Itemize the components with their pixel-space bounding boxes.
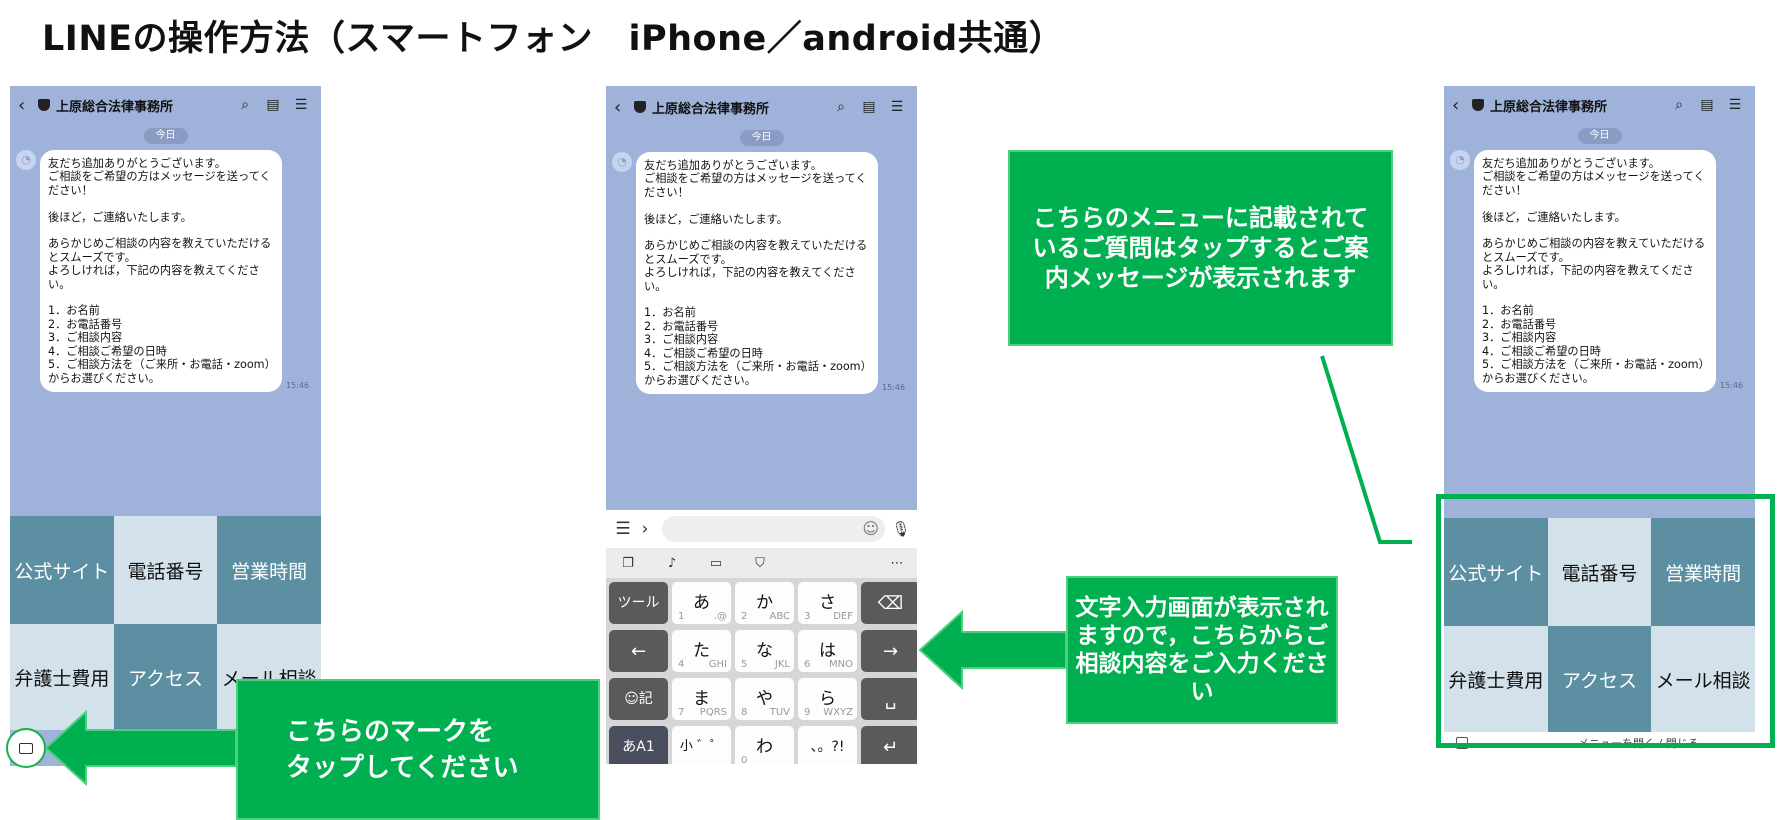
key-small-dakuten[interactable]: 小 ゛゜: [672, 726, 731, 764]
key-emoji[interactable]: ☺記: [609, 678, 668, 720]
avatar[interactable]: ◔: [612, 152, 632, 172]
key-input-mode[interactable]: あA1: [609, 726, 668, 764]
avatar[interactable]: ◔: [1450, 150, 1470, 170]
rich-menu-phone[interactable]: 電話番号: [113, 516, 218, 624]
chat-title: 上原総合法律事務所: [652, 101, 770, 117]
key-right-arrow[interactable]: →: [861, 630, 917, 672]
phone-screen-keyboard: ‹ 上原総合法律事務所 ⌕ ▤ ☰ 今日 ◔ 友だち追加ありがとうございます。 …: [606, 86, 917, 764]
message-row: ◔ 友だち追加ありがとうございます。 ご相談をご希望の方はメッセージを送ってくだ…: [1444, 150, 1755, 392]
back-icon[interactable]: ‹: [18, 94, 26, 116]
menu-icon[interactable]: ☰: [1728, 97, 1742, 113]
date-pill: 今日: [1577, 128, 1622, 144]
highlight-frame: [1436, 494, 1775, 748]
message-row: ◔ 友だち追加ありがとうございます。 ご相談をご希望の方はメッセージを送ってくだ…: [606, 152, 917, 394]
callout-menu-info: こちらのメニューに記載されているご質問はタップするとご案内メッセージが表示されま…: [1008, 150, 1393, 346]
chat-title: 上原総合法律事務所: [56, 99, 174, 115]
message-time: 15:46: [1720, 380, 1744, 390]
chat-header: ‹ 上原総合法律事務所 ⌕ ▤ ☰: [606, 88, 917, 126]
chat-header: ‹ 上原総合法律事務所 ⌕ ▤ ☰: [10, 86, 321, 124]
rich-menu-fees[interactable]: 弁護士費用: [1444, 626, 1548, 732]
key-space[interactable]: ␣: [861, 678, 917, 720]
message-row: ◔ 友だち追加ありがとうございます。 ご相談をご希望の方はメッセージを送ってくだ…: [10, 150, 321, 392]
phone-screen-rich-menu: ‹ 上原総合法律事務所 ⌕ ▤ ☰ 今日 ◔ 友だち追加ありがとうございます。 …: [10, 86, 321, 766]
rich-menu-fees[interactable]: 弁護士費用: [10, 624, 114, 730]
message-input[interactable]: ☺: [662, 516, 885, 542]
message-time: 15:46: [286, 380, 310, 390]
connector-line: [1320, 355, 1412, 544]
microphone-icon[interactable]: 🎙: [891, 520, 911, 538]
notes-icon[interactable]: ▤: [1700, 97, 1714, 113]
clipboard-icon[interactable]: ❐: [622, 555, 634, 571]
more-icon[interactable]: ⋯: [890, 555, 904, 571]
callout-tap-mark: こちらのマークを タップしてください: [236, 679, 600, 820]
rich-menu-mail[interactable]: メール相談: [1651, 626, 1755, 732]
search-icon[interactable]: ⌕: [837, 99, 845, 115]
chat-header: ‹ 上原総合法律事務所 ⌕ ▤ ☰: [1444, 86, 1755, 124]
key-backspace[interactable]: ⌫: [861, 582, 917, 624]
back-icon[interactable]: ‹: [1452, 94, 1460, 116]
message-bubble: 友だち追加ありがとうございます。 ご相談をご希望の方はメッセージを送ってください…: [636, 152, 878, 394]
rich-menu-official-site[interactable]: 公式サイト: [10, 516, 114, 624]
official-badge-icon: [38, 99, 50, 111]
voice-input-icon[interactable]: ♪: [667, 555, 677, 571]
search-icon[interactable]: ⌕: [1675, 97, 1683, 113]
rich-menu-hours[interactable]: 営業時間: [1651, 518, 1755, 626]
rich-menu-official-site[interactable]: 公式サイト: [1444, 518, 1548, 626]
arrow-left-to-keyboard: [918, 610, 1067, 690]
chat-title: 上原総合法律事務所: [1490, 99, 1608, 115]
message-input-bar: ☰ › ☺ 🎙: [606, 510, 917, 548]
rich-menu-access[interactable]: アクセス: [113, 624, 218, 730]
message-bubble: 友だち追加ありがとうございます。 ご相談をご希望の方はメッセージを送ってください…: [40, 150, 282, 392]
menu-icon[interactable]: ☰: [615, 519, 631, 539]
rich-menu-access[interactable]: アクセス: [1547, 626, 1652, 732]
message-time: 15:46: [882, 382, 906, 392]
back-icon[interactable]: ‹: [614, 96, 622, 118]
rich-menu-hours[interactable]: 営業時間: [217, 516, 321, 624]
notes-icon[interactable]: ▤: [862, 99, 876, 115]
keyboard-toggle-button[interactable]: [6, 728, 46, 768]
shield-icon[interactable]: ⛉: [755, 555, 765, 571]
official-badge-icon: [1472, 99, 1484, 111]
date-pill: 今日: [143, 128, 188, 144]
emoji-icon[interactable]: ☺: [862, 519, 879, 538]
key-tools[interactable]: ツール: [609, 582, 668, 624]
phone-screen-rich-menu-highlight: ‹ 上原総合法律事務所 ⌕ ▤ ☰ 今日 ◔ 友だち追加ありがとうございます。 …: [1444, 86, 1755, 754]
search-icon[interactable]: ⌕: [241, 97, 249, 113]
page-title: LINEの操作方法（スマートフォン iPhone／android共通）: [42, 19, 1065, 59]
avatar[interactable]: ◔: [16, 150, 36, 170]
arrow-left-to-toggle: [44, 710, 237, 786]
menu-icon[interactable]: ☰: [890, 99, 904, 115]
key-punctuation[interactable]: 、。?!: [798, 726, 857, 764]
official-badge-icon: [634, 101, 646, 113]
keyboard-icon: [19, 742, 33, 754]
rich-menu-phone[interactable]: 電話番号: [1547, 518, 1652, 626]
rich-menu: 公式サイト 電話番号 営業時間 弁護士費用 アクセス メール相談: [1444, 518, 1755, 732]
chevron-right-icon[interactable]: ›: [641, 519, 649, 539]
key-left-arrow[interactable]: ←: [609, 630, 668, 672]
keyboard-toolbar: ❐ ♪ ▭ ⛉ ⋯: [606, 548, 917, 578]
date-pill: 今日: [739, 130, 784, 146]
notes-icon[interactable]: ▤: [266, 97, 280, 113]
keyboard-switch-icon[interactable]: ▭: [709, 555, 723, 571]
key-enter[interactable]: ↵: [861, 726, 917, 764]
callout-input-info: 文字入力画面が表示されますので，こちらからご相談内容をご入力ください: [1066, 576, 1338, 724]
menu-icon[interactable]: ☰: [294, 97, 308, 113]
message-bubble: 友だち追加ありがとうございます。 ご相談をご希望の方はメッセージを送ってください…: [1474, 150, 1716, 392]
